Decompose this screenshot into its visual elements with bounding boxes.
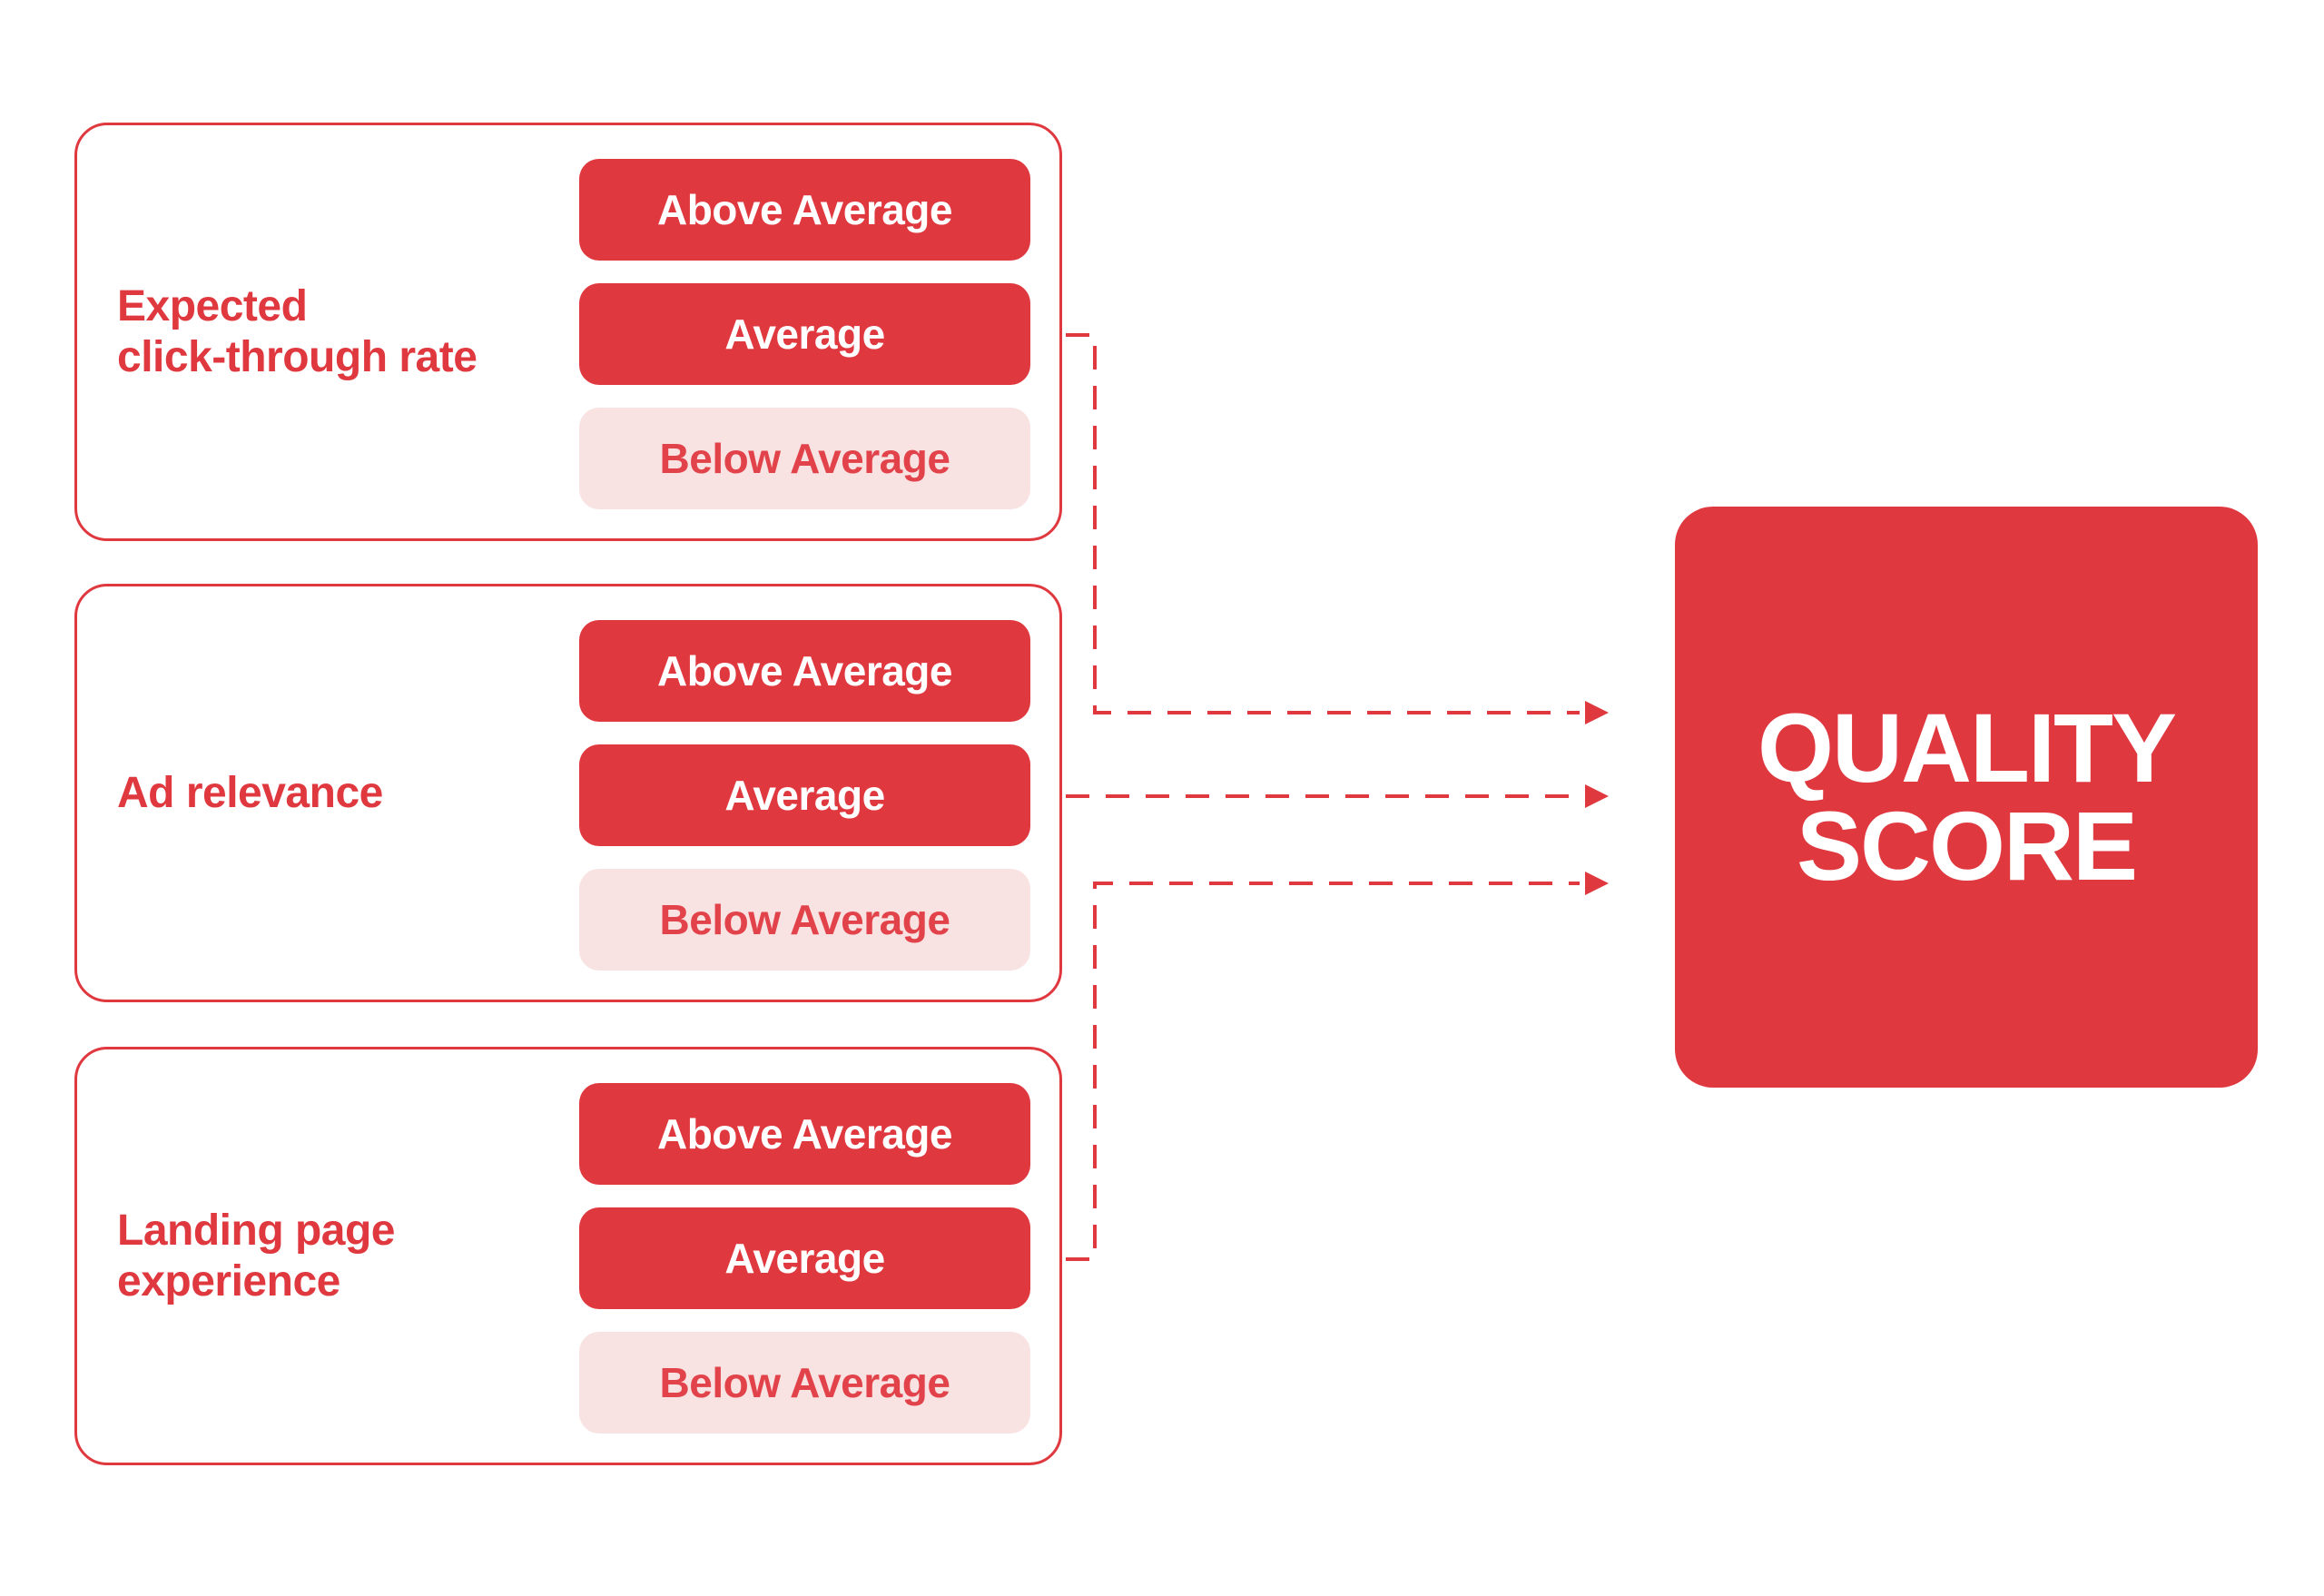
factor-label: Landing page experience — [117, 1049, 571, 1463]
factor-label-line: click-through rate — [117, 332, 478, 381]
factor-label-line: Expected — [117, 281, 308, 330]
factor-label-line: Landing page — [117, 1206, 396, 1255]
rating-pill-label: Above Average — [656, 186, 953, 233]
factor-label-line: experience — [117, 1256, 340, 1305]
arrowhead-icon — [1585, 872, 1609, 895]
quality-score-label: QUALITY SCORE — [1758, 693, 2177, 901]
rating-pill-average: Average — [579, 1207, 1030, 1309]
rating-pill-above-average: Above Average — [579, 159, 1030, 261]
rating-pill-label: Below Average — [659, 435, 950, 482]
rating-pill-label: Average — [724, 1235, 885, 1282]
rating-pill-above-average: Above Average — [579, 620, 1030, 722]
factor-card-expected-ctr: Expected click-through rate Above Averag… — [74, 123, 1062, 541]
arrowhead-icon — [1585, 784, 1609, 808]
rating-pill-above-average: Above Average — [579, 1083, 1030, 1185]
factor-label: Expected click-through rate — [117, 125, 571, 538]
rating-pill-average: Average — [579, 744, 1030, 846]
factor-label-line: Ad relevance — [117, 768, 383, 817]
arrowhead-icon — [1585, 701, 1609, 724]
rating-pill-below-average: Below Average — [579, 408, 1030, 509]
factor-card-landing-page: Landing page experience Above Average Av… — [74, 1047, 1062, 1465]
rating-pill-below-average: Below Average — [579, 869, 1030, 970]
rating-pill-label: Below Average — [659, 896, 950, 943]
dashed-connector-line-ctr — [1066, 333, 1580, 714]
quality-score-box: QUALITY SCORE — [1675, 507, 2258, 1088]
rating-pill-below-average: Below Average — [579, 1332, 1030, 1433]
rating-pill-label: Average — [724, 310, 885, 358]
rating-pill-label: Below Average — [659, 1359, 950, 1406]
rating-pill-label: Above Average — [656, 647, 953, 695]
quality-score-label-line: SCORE — [1796, 791, 2138, 901]
factor-card-ad-relevance: Ad relevance Above Average Average Below… — [74, 584, 1062, 1002]
quality-score-label-line: QUALITY — [1758, 693, 2177, 803]
rating-pill-average: Average — [579, 283, 1030, 385]
rating-pill-label: Above Average — [656, 1110, 953, 1158]
dashed-connector-line-landing — [1066, 882, 1580, 1261]
factor-label: Ad relevance — [117, 586, 571, 1000]
rating-pill-label: Average — [724, 772, 885, 819]
